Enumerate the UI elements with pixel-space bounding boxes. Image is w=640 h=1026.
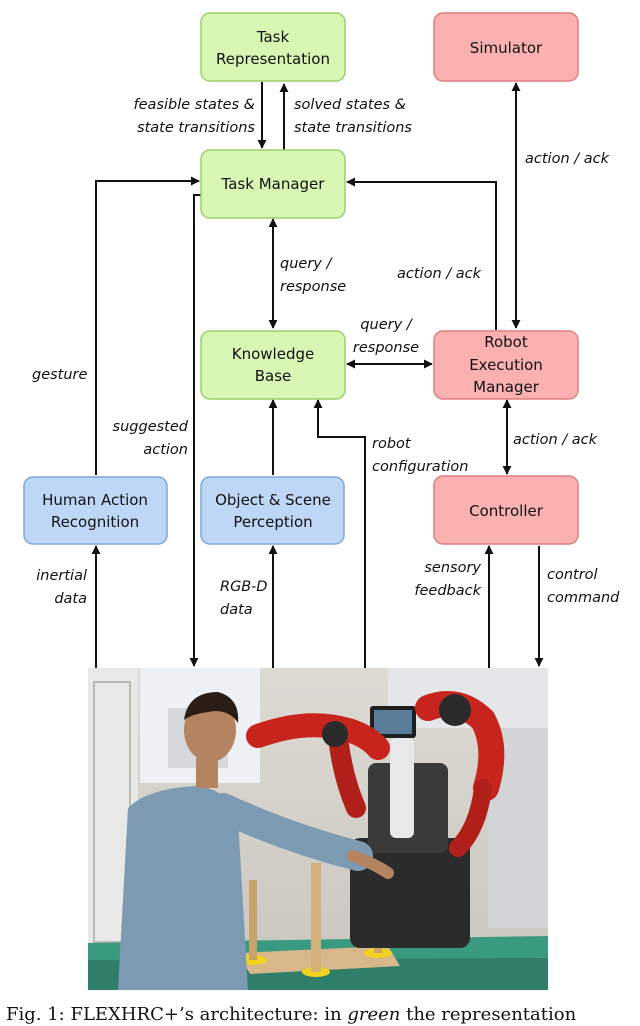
arrow-task-manager-suggested-action xyxy=(189,194,201,667)
label-kb-rem-query-1: query / xyxy=(360,317,413,333)
node-object-scene-perception: Object & Scene Perception xyxy=(200,476,345,545)
edge-labels: feasible states & state transitions solv… xyxy=(32,97,620,618)
label-feasible-states-1: feasible states & xyxy=(134,97,255,113)
svg-text:Simulator: Simulator xyxy=(470,39,543,57)
label-gesture: gesture xyxy=(32,367,88,383)
svg-text:Base: Base xyxy=(255,367,292,385)
label-suggested-action-1: suggested xyxy=(113,419,189,435)
label-solved-states-1: solved states & xyxy=(294,97,406,113)
caption-name: FLEXHRC+ xyxy=(70,1004,179,1025)
label-tm-kb-query-1: query / xyxy=(280,256,333,272)
label-sensory-feedback-1: sensory xyxy=(424,560,481,576)
caption-prefix: Fig. 1: xyxy=(6,1004,71,1025)
svg-text:Task Manager: Task Manager xyxy=(221,175,326,193)
svg-text:Human Action: Human Action xyxy=(42,491,148,509)
robot-scene-illustration xyxy=(88,668,548,990)
node-task-representation: Task Representation xyxy=(200,12,346,82)
label-solved-states-2: state transitions xyxy=(294,120,412,136)
label-feasible-states-2: state transitions xyxy=(137,120,255,136)
caption-green-word: green xyxy=(347,1004,401,1025)
label-rgbd-data-1: RGB-D xyxy=(220,579,267,595)
svg-text:Perception: Perception xyxy=(233,513,312,531)
label-control-command-1: control xyxy=(547,567,598,583)
svg-text:Robot: Robot xyxy=(484,333,528,351)
label-robot-configuration-2: configuration xyxy=(372,459,468,475)
label-tm-kb-query-2: response xyxy=(280,279,346,295)
label-rem-action-ack: action / ack xyxy=(397,266,482,282)
svg-text:Controller: Controller xyxy=(469,502,544,520)
figure-caption: Fig. 1: FLEXHRC+’s architecture: in gree… xyxy=(6,1004,640,1026)
label-rgbd-data-2: data xyxy=(220,602,253,618)
arrow-human-action-recognition-to-task-manager xyxy=(95,176,200,475)
svg-text:Manager: Manager xyxy=(473,378,540,396)
label-simulator-action-ack: action / ack xyxy=(525,151,610,167)
svg-text:Representation: Representation xyxy=(216,50,330,68)
node-human-action-recognition: Human Action Recognition xyxy=(23,476,168,545)
label-inertial-data-2: data xyxy=(54,591,87,607)
label-controller-action-ack: action / ack xyxy=(513,432,598,448)
label-kb-rem-query-2: response xyxy=(353,340,419,356)
arrows xyxy=(91,82,544,668)
node-knowledge-base: Knowledge Base xyxy=(200,330,346,400)
svg-text:Recognition: Recognition xyxy=(51,513,139,531)
node-controller: Controller xyxy=(433,475,579,545)
label-inertial-data-1: inertial xyxy=(36,568,87,584)
label-suggested-action-2: action xyxy=(143,442,188,458)
svg-text:Task: Task xyxy=(256,28,290,46)
nodes: Task Representation Task Manager Knowled… xyxy=(23,12,579,545)
arrow-robot-configuration-to-knowledge-base xyxy=(313,399,366,668)
svg-text:Object & Scene: Object & Scene xyxy=(215,491,331,509)
label-control-command-2: command xyxy=(547,590,620,606)
caption-rest: ’s architecture: in xyxy=(178,1004,348,1025)
label-sensory-feedback-2: feedback xyxy=(414,583,481,599)
label-robot-configuration-1: robot xyxy=(372,436,412,452)
node-robot-execution-manager: Robot Execution Manager xyxy=(433,330,579,400)
svg-text:Knowledge: Knowledge xyxy=(232,345,314,363)
node-task-manager: Task Manager xyxy=(200,149,346,219)
arrow-robot-execution-manager-to-task-manager xyxy=(346,177,497,330)
caption-tail: the representation xyxy=(400,1004,577,1025)
svg-text:Execution: Execution xyxy=(469,356,543,374)
node-simulator: Simulator xyxy=(433,12,579,82)
robot-scene-photo xyxy=(88,668,548,990)
